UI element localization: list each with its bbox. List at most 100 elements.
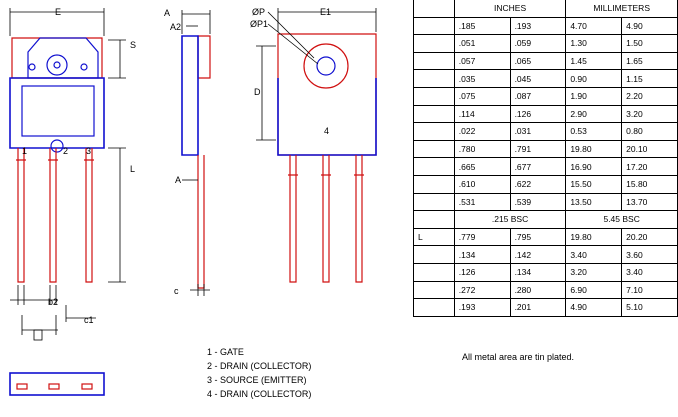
- table-cell: .185: [453, 16, 511, 36]
- pin-legend: 1 - GATE 2 - DRAIN (COLLECTOR) 3 - SOURC…: [207, 345, 311, 401]
- table-cell: .051: [453, 34, 511, 53]
- label-back-tab: 4: [324, 126, 329, 136]
- table-cell: .059: [509, 34, 567, 53]
- table-cell: [413, 280, 455, 300]
- front-lead-3: [85, 148, 93, 283]
- end-pad-2: [48, 383, 60, 390]
- table-cell: 0.80: [621, 122, 678, 141]
- table-cell: 13.70: [621, 192, 678, 212]
- table-cell: 0.53: [565, 122, 623, 141]
- back-body: [277, 78, 377, 156]
- label-lead-pitch-b: b2: [48, 297, 58, 307]
- end-view: [9, 372, 105, 396]
- front-lead-2: [49, 148, 57, 283]
- back-view: [277, 33, 377, 283]
- front-body-window: [21, 85, 95, 137]
- label-side-c: c: [174, 286, 179, 296]
- table-cell: .272: [453, 280, 511, 300]
- table-cell: [413, 174, 455, 194]
- side-lead: [197, 155, 205, 289]
- table-cell: 7.10: [621, 280, 678, 300]
- back-dimensions: [256, 8, 377, 141]
- pin-legend-item: 3 - SOURCE (EMITTER): [207, 375, 307, 385]
- table-cell: .677: [509, 157, 567, 176]
- side-dimensions: [181, 10, 211, 296]
- table-cell: .531: [453, 192, 511, 212]
- table-cell: .126: [453, 262, 511, 282]
- table-cell: .622: [509, 174, 567, 194]
- header-millimeters: MILLIMETERS: [565, 0, 678, 18]
- table-cell: 4.90: [621, 16, 678, 36]
- table-cell: 3.20: [621, 104, 678, 124]
- table-cell: 15.80: [621, 174, 678, 194]
- table-cell: [413, 104, 455, 124]
- table-cell: [413, 210, 455, 229]
- table-cell: .142: [509, 245, 567, 264]
- table-cell: .193: [453, 298, 511, 317]
- table-cell: .610: [453, 174, 511, 194]
- table-cell: [413, 34, 455, 53]
- table-cell: .031: [509, 122, 567, 141]
- table-cell: .075: [453, 86, 511, 106]
- front-tab-cutout: [27, 37, 99, 79]
- table-cell: 5.45 BSC: [565, 210, 678, 229]
- table-cell: [413, 51, 455, 71]
- table-cell: .045: [509, 69, 567, 88]
- table-cell: [413, 122, 455, 141]
- table-cell: 5.10: [621, 298, 678, 317]
- table-cell: 1.50: [621, 34, 678, 53]
- table-cell: [413, 16, 455, 36]
- label-side-A2: A2: [170, 22, 181, 32]
- back-mount-ring: [303, 43, 349, 89]
- table-cell: [413, 192, 455, 212]
- table-cell: .280: [509, 280, 567, 300]
- table-cell: 1.90: [565, 86, 623, 106]
- table-cell: .193: [509, 16, 567, 36]
- pin-legend-item: 2 - DRAIN (COLLECTOR): [207, 361, 312, 371]
- back-lead-3: [355, 155, 363, 283]
- table-cell: 3.20: [565, 262, 623, 282]
- table-cell: [413, 262, 455, 282]
- back-lead-1: [289, 155, 297, 283]
- plating-note: All metal area are tin plated.: [462, 352, 575, 362]
- table-cell: 4.70: [565, 16, 623, 36]
- table-cell: 1.15: [621, 69, 678, 88]
- table-cell: 1.45: [565, 51, 623, 71]
- table-cell: 3.60: [621, 245, 678, 264]
- table-cell: [413, 69, 455, 88]
- label-back-height: D: [254, 87, 261, 97]
- header-inches: INCHES: [453, 0, 567, 18]
- table-cell: 20.20: [621, 227, 678, 247]
- table-cell: .791: [509, 139, 567, 159]
- side-view: [181, 35, 211, 289]
- front-small-hole-left: [28, 63, 36, 71]
- front-dimensions: [9, 8, 126, 341]
- table-cell: 13.50: [565, 192, 623, 212]
- table-cell: .665: [453, 157, 511, 176]
- label-pin2: 2: [63, 146, 68, 156]
- table-cell: .215 BSC: [453, 210, 567, 229]
- label-pin1: 1: [22, 146, 27, 156]
- side-tab: [197, 35, 211, 79]
- end-pad-1: [16, 383, 28, 390]
- table-cell: [413, 86, 455, 106]
- table-cell: [413, 298, 455, 317]
- table-cell: 0.90: [565, 69, 623, 88]
- table-cell: 1.65: [621, 51, 678, 71]
- table-cell: 4.90: [565, 298, 623, 317]
- label-lead-spacing: c1: [84, 315, 94, 325]
- front-body-outline: [9, 77, 105, 149]
- table-cell: [413, 245, 455, 264]
- table-cell: L: [413, 227, 455, 247]
